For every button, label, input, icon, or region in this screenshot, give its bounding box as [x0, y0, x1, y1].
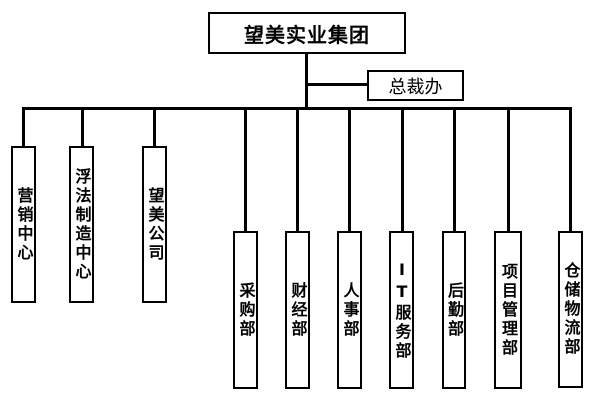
dept-node-label: IT服务部	[392, 259, 412, 361]
dept-connector-line	[348, 108, 351, 232]
dept-connector-line	[401, 108, 404, 232]
root-node: 望美实业集团	[208, 12, 406, 54]
dept-node-label: 仓储物流部	[561, 262, 581, 357]
dept-node-label: 人事部	[340, 281, 360, 339]
dept-node-label: 项目管理部	[499, 262, 518, 358]
dept-connector-line	[296, 108, 299, 232]
dept-node-label: 后勤部	[445, 281, 464, 339]
unit-connector-line	[81, 108, 84, 147]
dept-node-warehousing-logistics: 仓储物流部	[558, 231, 583, 388]
dept-connector-line	[244, 108, 247, 232]
dept-node-it-services: IT服务部	[389, 231, 414, 389]
unit-connector-line	[22, 108, 25, 147]
unit-node-label: 望美公司	[145, 186, 165, 263]
dept-node-hr: 人事部	[337, 231, 362, 389]
root-node-label: 望美实业集团	[244, 22, 370, 47]
dept-node-label: 财经部	[288, 281, 308, 339]
dept-node-finance: 财经部	[285, 231, 310, 389]
dept-node-procurement: 采购部	[233, 231, 258, 389]
exec-connector-line	[306, 83, 368, 86]
dept-connector-line	[569, 108, 572, 232]
dept-connector-line	[453, 108, 456, 232]
unit-node-label: 浮法制造中心	[72, 167, 92, 282]
root-stem-line	[305, 53, 308, 110]
dept-node-label: 采购部	[236, 281, 256, 339]
unit-node-marketing: 营销中心	[11, 146, 36, 303]
dept-connector-line	[507, 108, 510, 232]
unit-node-label: 营销中心	[14, 186, 34, 263]
unit-connector-line	[153, 108, 156, 147]
dept-node-project-management: 项目管理部	[494, 231, 522, 389]
executive-office-label: 总裁办	[388, 76, 443, 98]
unit-node-float-glass-manufacturing: 浮法制造中心	[69, 146, 94, 303]
unit-node-wangmei-company: 望美公司	[142, 146, 167, 303]
dept-node-logistics-support: 后勤部	[442, 231, 466, 389]
executive-office-node: 总裁办	[367, 70, 464, 101]
